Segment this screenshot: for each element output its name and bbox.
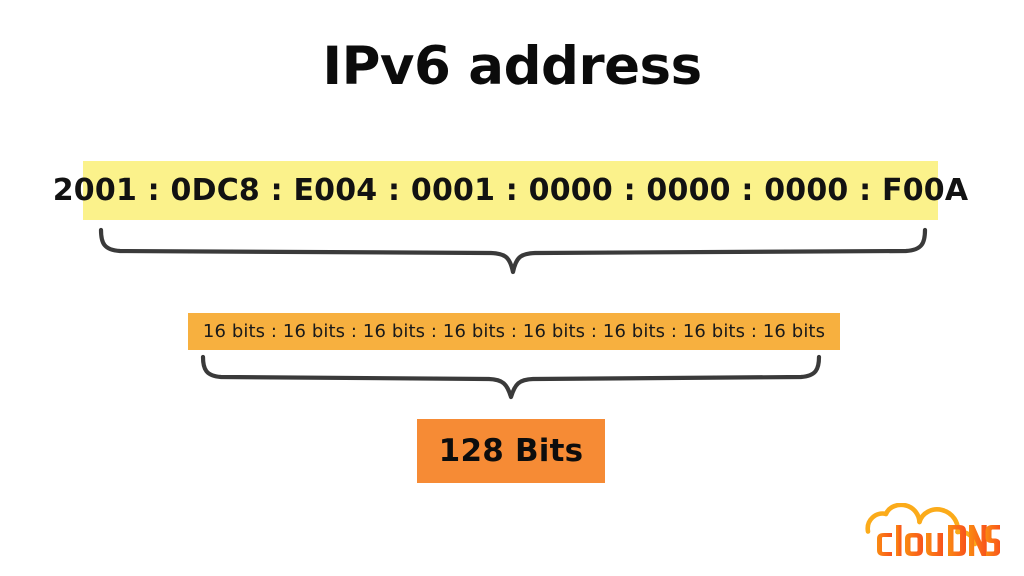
bits-breakdown-text: 16 bits : 16 bits : 16 bits : 16 bits : … <box>202 321 826 342</box>
ipv6-address-text: 2001 : 0DC8 : E004 : 0001 : 0000 : 0000 … <box>52 173 969 208</box>
brace-top <box>96 227 930 276</box>
brace-top-icon <box>98 227 928 275</box>
cloudns-logo-icon <box>865 503 1000 556</box>
total-bits-text: 128 Bits <box>438 433 584 469</box>
brace-bottom-icon <box>200 354 822 400</box>
page-title: IPv6 address <box>322 36 702 97</box>
cloudns-logo <box>862 503 1000 563</box>
total-bits-box: 128 Bits <box>417 419 605 483</box>
cloudns-wordmark <box>877 525 1000 556</box>
brace-bottom <box>198 354 824 400</box>
ipv6-address-bar: 2001 : 0DC8 : E004 : 0001 : 0000 : 0000 … <box>53 161 968 220</box>
bits-breakdown-bar: 16 bits : 16 bits : 16 bits : 16 bits : … <box>188 313 840 350</box>
